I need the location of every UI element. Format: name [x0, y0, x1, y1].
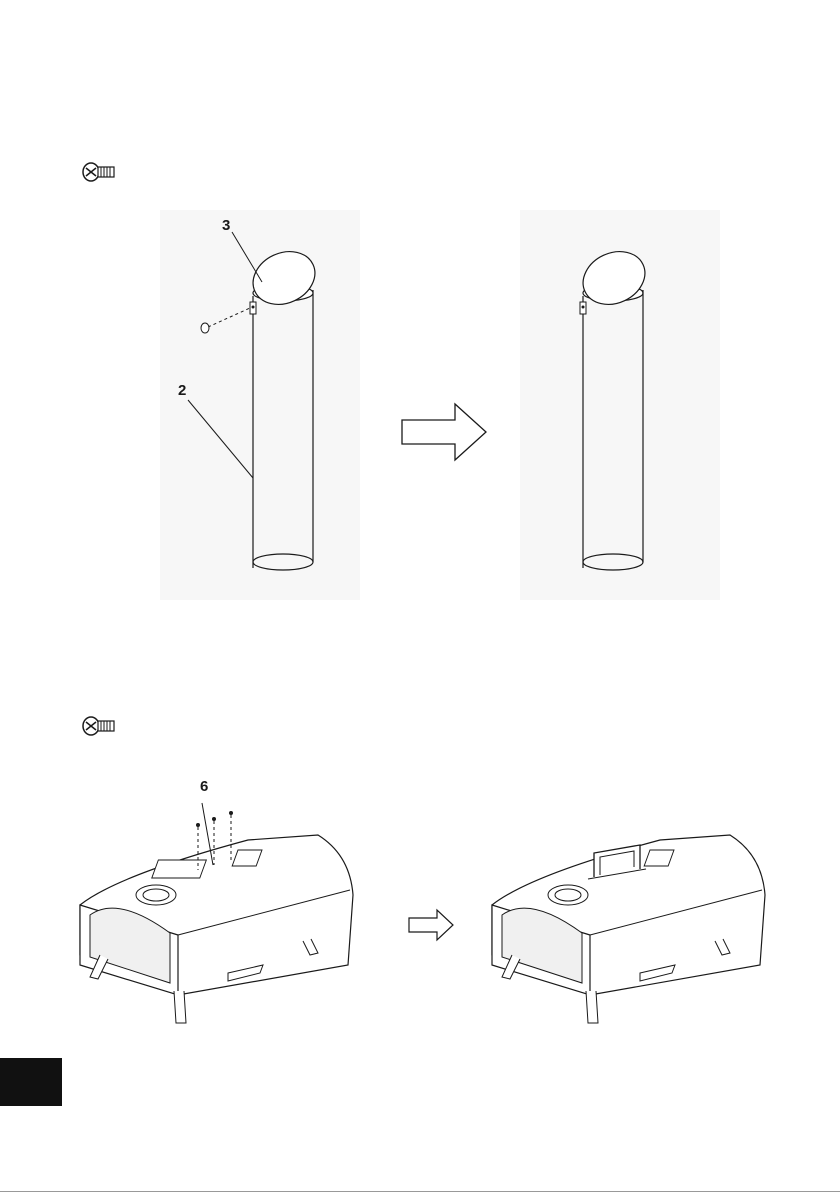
step1-screw-icon: [80, 160, 118, 184]
page-tab-marker: [0, 1058, 62, 1106]
step2-oven-after: [490, 795, 780, 1035]
step1-chimney-before: [160, 210, 360, 600]
step2-arrow-icon: [407, 908, 455, 942]
step2-screw-icon: [80, 714, 118, 738]
step1-chimney-after: [520, 210, 720, 600]
step1-arrow-icon: [400, 402, 490, 462]
step2-oven-before: [78, 795, 368, 1035]
callout-handle-number: 6: [200, 778, 208, 795]
callout-pipe-number: 2: [178, 382, 186, 399]
callout-cap-number: 3: [222, 217, 230, 234]
